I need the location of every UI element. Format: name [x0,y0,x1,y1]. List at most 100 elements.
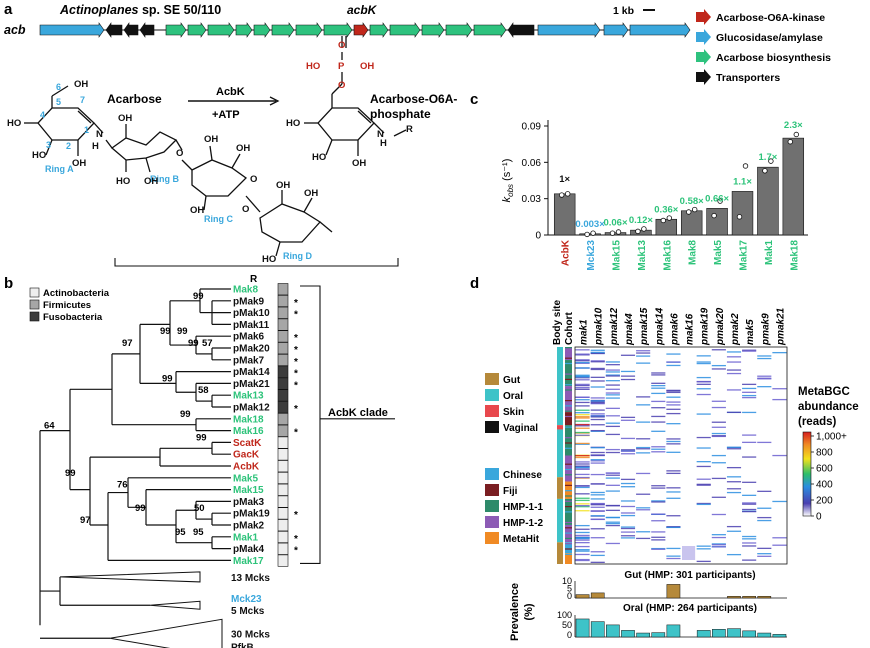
heatmap-cell [757,516,772,519]
gene-arrow-biosynthesis [473,22,507,38]
heatmap-cell [575,461,590,463]
fold-change-label: 0.36× [654,204,678,215]
replicate-point [615,229,622,235]
fold-change-label: 0.003× [575,219,605,230]
gene-column-label: pmak19 [700,307,711,346]
heatmap-cell [742,394,757,397]
tree-star: * [294,298,298,309]
heatmap-cell [636,531,651,533]
gene-column-label: pmak15 [639,307,650,346]
cohort-stripe [565,484,572,486]
heatmap-cell [711,435,726,438]
atom-label: OH [118,113,132,124]
tree-star: * [294,428,298,439]
gene-legend-label: Acarbose-O6A-kinase [716,12,825,24]
cohort-stripe [565,368,572,370]
phylum-swatch [29,287,40,298]
heatmap-cell [696,376,711,379]
gut-prevalence-bar [575,594,590,599]
heatmap-cell [636,537,651,540]
heatmap-cell [742,391,757,393]
heatmap-cell [575,505,590,507]
gene-arrow-glucosidase [603,22,629,38]
atom-label: HO [7,118,21,129]
panel-a-label: a [4,1,13,18]
x-tick-label: Mak18 [789,240,800,271]
bootstrap-value: 76 [117,480,128,491]
heatmap-cell [666,389,681,392]
heatmap-cell [742,350,757,352]
oral-prevalence-bar [772,634,787,638]
heatmap-cell [575,465,590,467]
heatmap-cell [711,368,726,370]
atom-label: H [92,141,99,152]
heatmap-cell [711,421,726,423]
heatmap-cell [575,443,590,445]
heatmap-cell [575,476,590,479]
cohort-stripe [565,394,572,396]
collapsed-clade-triangle [109,618,223,648]
heatmap-cell [575,559,590,562]
cohort-strip [565,425,572,456]
heatmap-cell [575,541,590,544]
colorbar-tick-label: 200 [816,496,833,507]
oral-prevalence-bar [696,630,711,638]
heatmap-cell [575,536,590,539]
gene-column-label: pmak10 [594,307,605,346]
heatmap-cell [605,384,620,386]
heatmap-cell [620,416,636,419]
heatmap-cell [575,359,590,361]
heatmap-cell [620,512,636,514]
gene-acbk-label: acbK [347,3,378,17]
heatmap-cell [575,412,590,414]
heatmap-cell [711,454,726,457]
tree-leaf-label: ScatK [233,438,262,449]
heatmap-cell [726,448,742,450]
phylum-box [277,365,289,378]
replicate-point [590,230,596,236]
cohort-stripe [565,362,572,365]
heatmap-cell [636,438,651,440]
heatmap-cell [666,391,681,394]
colorbar-tick-label: 1,000+ [816,432,847,443]
oral-tick-label: 100 [557,610,572,620]
heatmap-cell [590,402,605,404]
oral-tick-label: 0 [567,630,572,640]
phylum-box [277,294,289,307]
heatmap-cell [772,351,787,354]
x-tick-label: Mak1 [764,240,775,265]
heatmap-cell [575,463,590,465]
heatmap-cell [575,549,590,551]
heatmap-cell [636,509,651,511]
gene-arrow-biosynthesis [187,22,207,38]
heatmap-cell [605,433,620,436]
heatmap-cell [742,508,757,511]
replicate-point [787,139,793,145]
bar [579,233,601,236]
atom-label: OH [276,180,290,191]
cohort-stripe [565,479,572,481]
heatmap-cell [605,371,620,373]
tree-leaf-label: pMak14 [233,367,270,378]
heatmap-cell [575,485,590,487]
tree-star: * [294,534,298,545]
heatmap-cell [590,502,605,505]
heatmap-cell [757,555,772,557]
collapsed-label: 5 Mcks [231,606,265,617]
atom-label: OH [360,61,374,72]
heatmap-cell [575,531,590,534]
heatmap-cell [651,548,666,550]
atom-label: OH [190,205,204,216]
column-header: Cohort [564,312,575,345]
heatmap-cell [696,460,711,463]
heatmap-cell [666,547,681,550]
bar [630,229,652,236]
heatmap-cell [696,381,711,383]
phylum-box [277,353,289,366]
heatmap-cell [605,425,620,428]
gene-column-label: pmak14 [654,307,665,346]
tree-leaf-label: Mak16 [233,426,264,437]
cohort-label: Chinese [503,470,542,481]
atom-label: P [338,61,345,72]
cohort-stripe [565,500,572,502]
